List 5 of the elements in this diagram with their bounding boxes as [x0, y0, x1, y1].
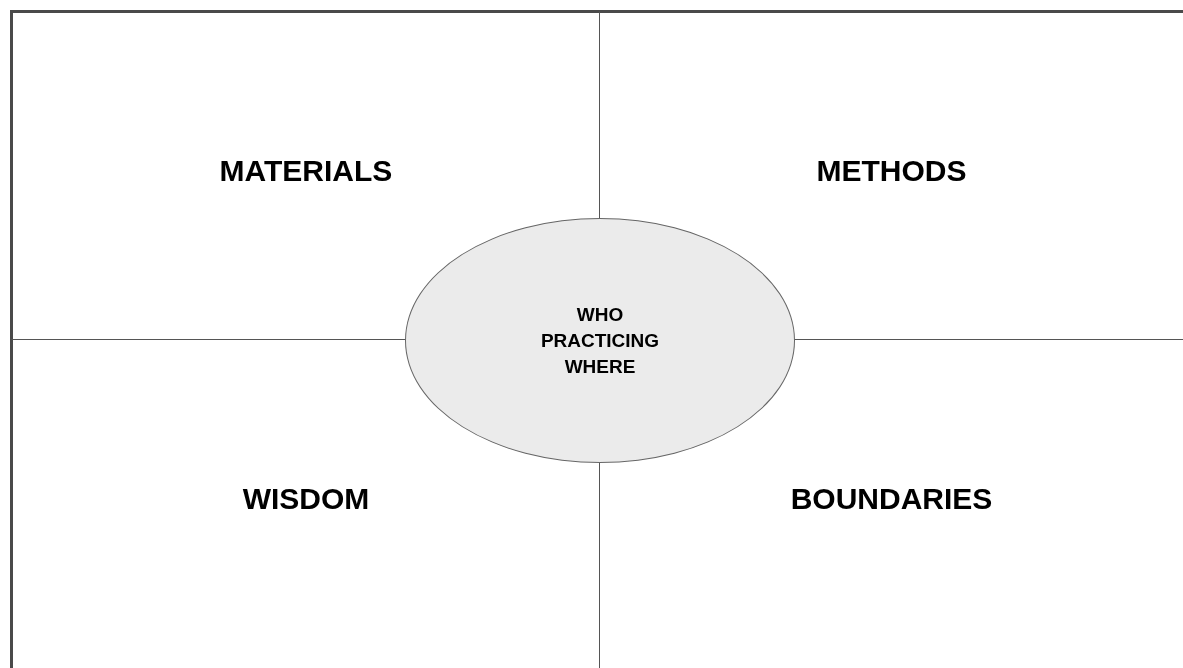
node-label: WISDOM — [242, 480, 370, 517]
node-label: METHODS — [816, 152, 967, 189]
node-label: MATERIALS — [219, 152, 393, 189]
node-label: BOUNDARIES — [790, 480, 993, 517]
node-label: WHO PRACTICING WHERE — [539, 302, 661, 379]
